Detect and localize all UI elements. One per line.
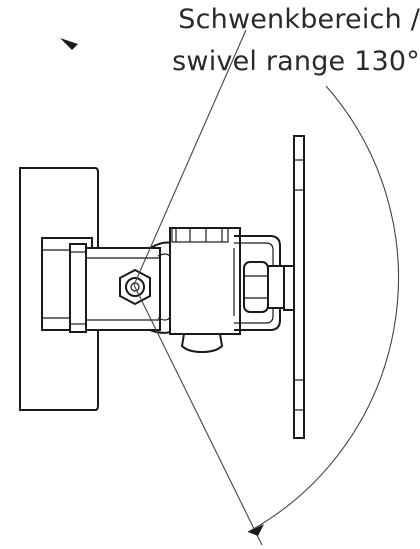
mounting-plate [293,135,305,439]
range-limit-upper [133,29,247,286]
range-limit-lower [133,284,263,546]
middle-block [169,227,241,354]
annotation-line-1: Schwenkbereich / [178,4,420,35]
swivel-range-lines [133,29,263,546]
arrow-head-lower [248,524,264,536]
swivel-range-arc [60,38,400,536]
right-nut [243,261,287,313]
arrow-head-upper [60,38,78,50]
annotation-line-2: swivel range 130° [172,46,420,77]
